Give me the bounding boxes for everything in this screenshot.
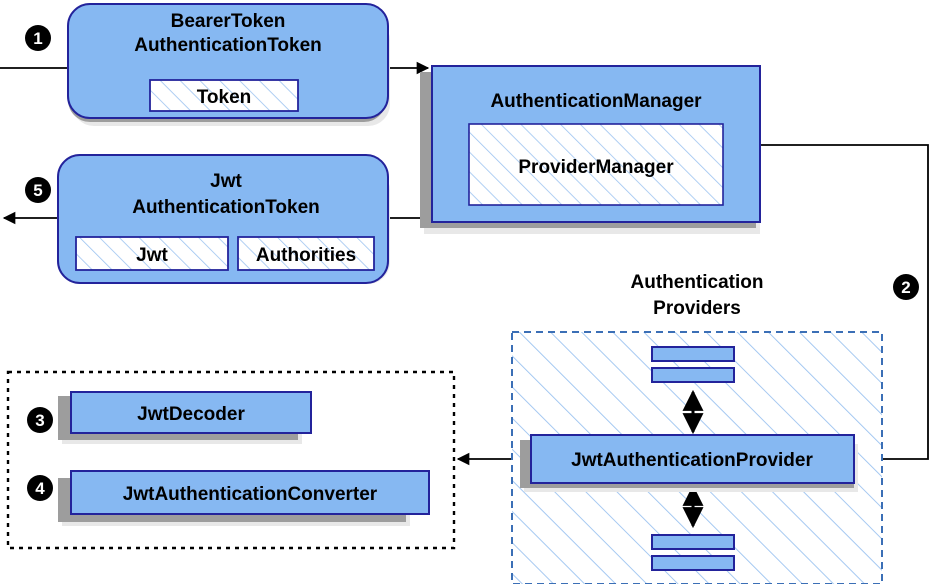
token-label: Token — [197, 87, 252, 108]
bearer-token-authentication-token-node: BearerToken AuthenticationToken Token — [67, 3, 390, 126]
collapsed-provider-bar-top-2 — [651, 367, 735, 383]
collapsed-provider-bar-bottom-1 — [651, 534, 735, 550]
support-group-area — [6, 370, 456, 550]
step-markers: 1 5 2 3 4 — [25, 25, 919, 501]
jwt-inner-label: Jwt — [136, 245, 168, 266]
authorities-box[interactable] — [237, 236, 375, 271]
step-marker-4: 4 — [27, 475, 53, 501]
bearer-token-box[interactable] — [67, 3, 389, 119]
jwt-authentication-provider-label: JwtAuthenticationProvider — [571, 450, 813, 471]
step-5-label: 5 — [33, 181, 42, 200]
step-2-label: 2 — [901, 278, 910, 297]
authentication-providers-group: Authentication Providers JwtAuthenticati… — [511, 272, 883, 584]
authentication-manager-title: AuthenticationManager — [490, 91, 702, 112]
step-4-circle — [27, 475, 53, 501]
step-5-circle — [25, 177, 51, 203]
step-4-label: 4 — [35, 479, 45, 498]
collapsed-provider-bar-top-1 — [651, 346, 735, 362]
step-3-label: 3 — [35, 411, 44, 430]
step-1-label: 1 — [33, 29, 42, 48]
authentication-providers-caption-line2: Providers — [653, 298, 741, 319]
jwt-token-title-line2: AuthenticationToken — [132, 197, 320, 218]
jwt-decoder-box[interactable] — [70, 391, 312, 434]
jwt-inner-box[interactable] — [75, 236, 229, 271]
step-marker-3: 3 — [27, 407, 53, 433]
step-marker-5: 5 — [25, 177, 51, 203]
jwt-authentication-provider-box[interactable] — [530, 434, 855, 484]
provider-manager-box[interactable] — [468, 123, 724, 206]
jwt-authentication-converter-box[interactable] — [70, 470, 430, 515]
authentication-manager-node: AuthenticationManager ProviderManager — [420, 65, 761, 234]
bearer-token-title-line2: AuthenticationToken — [134, 35, 322, 56]
connector-manager-to-provider — [760, 144, 929, 466]
token-box[interactable] — [149, 79, 299, 112]
collapsed-provider-bar-bottom-2 — [651, 555, 735, 571]
jwt-authentication-token-node: Jwt AuthenticationToken Jwt Authorities — [57, 154, 390, 284]
step-marker-1: 1 — [25, 25, 51, 51]
step-2-circle — [893, 274, 919, 300]
provider-manager-label: ProviderManager — [518, 157, 674, 178]
jwt-decoder-label: JwtDecoder — [137, 404, 245, 425]
authentication-providers-caption-line1: Authentication — [631, 272, 764, 293]
jwt-authentication-converter-label: JwtAuthenticationConverter — [123, 484, 378, 505]
step-1-circle — [25, 25, 51, 51]
authorities-label: Authorities — [256, 245, 356, 266]
step-marker-2: 2 — [893, 274, 919, 300]
step-3-circle — [27, 407, 53, 433]
bearer-token-title-line1: BearerToken — [171, 11, 286, 32]
support-group: JwtDecoder JwtAuthenticationConverter — [6, 370, 456, 550]
jwt-token-title-line1: Jwt — [210, 171, 242, 192]
